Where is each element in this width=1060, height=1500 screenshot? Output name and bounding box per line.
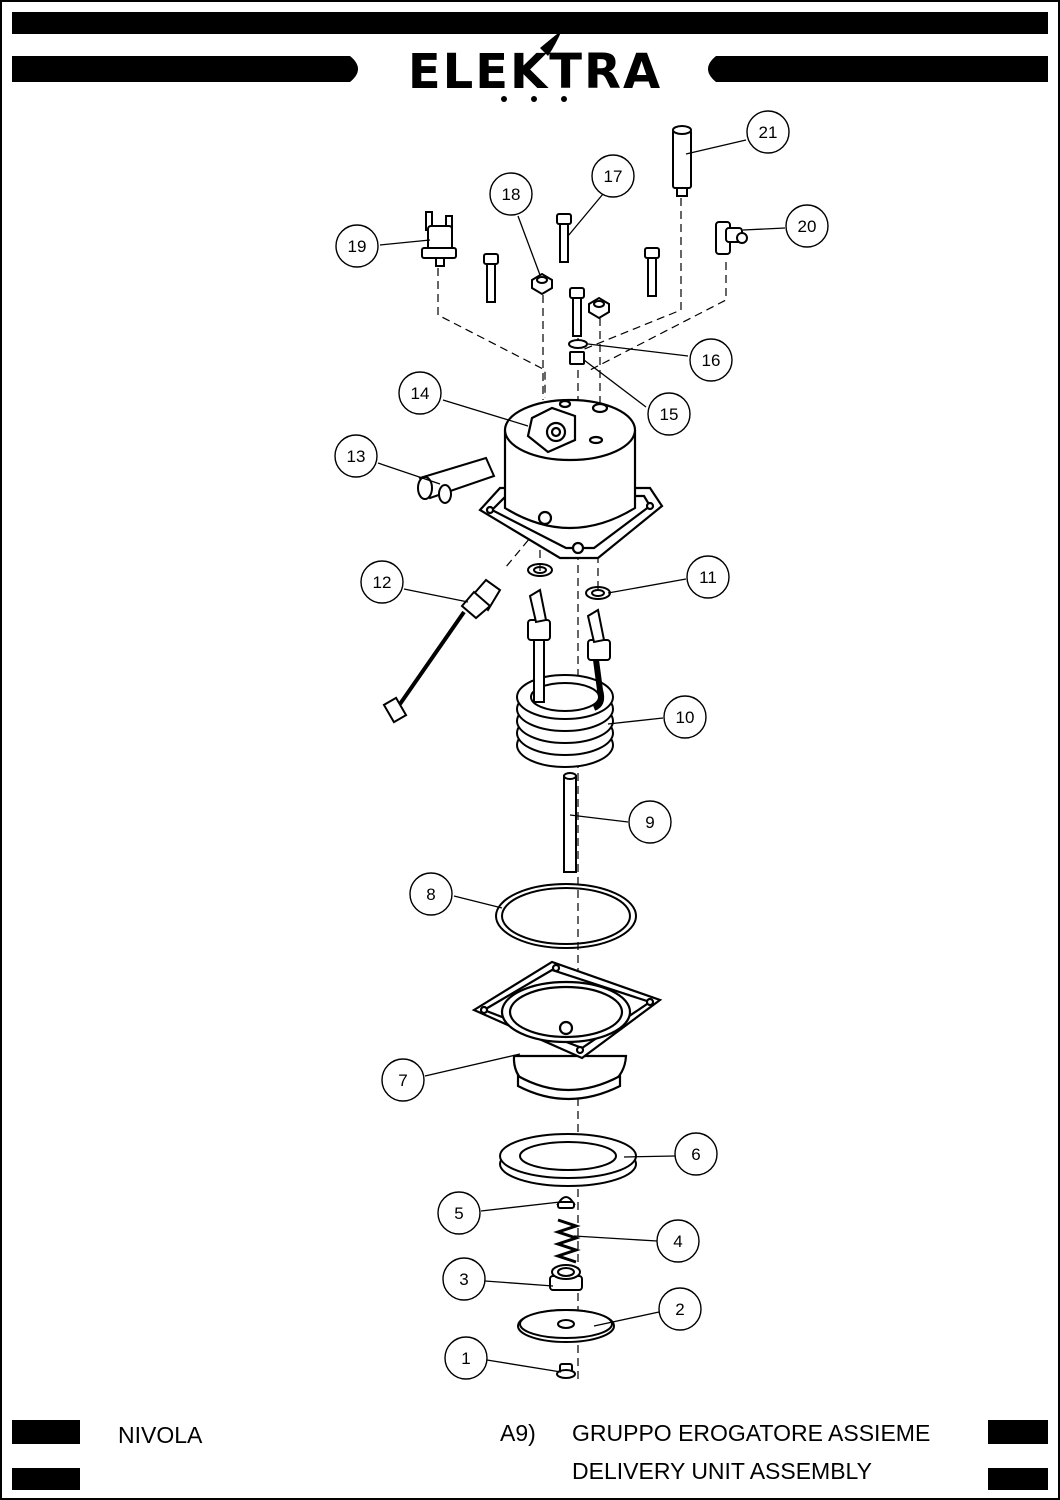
callout-number-19: 19 [348,237,367,256]
assembly-guide-lines [437,198,727,1380]
callout-number-4: 4 [673,1232,682,1251]
callout-circle-2 [658,1287,702,1331]
header-left-bar [12,56,358,82]
callout-number-7: 7 [398,1071,407,1090]
part-2-disc [517,1309,615,1343]
part-7-bell [471,960,663,1100]
callout-number-8: 8 [426,885,435,904]
callout-circles [334,110,829,1380]
title-italian: GRUPPO EROGATORE ASSIEME [572,1420,931,1446]
callout-circle-6 [674,1132,718,1176]
elektra-logo: ELEKTRA [408,30,662,102]
callout-number-9: 9 [645,813,654,832]
footer-left-bar-top [12,1420,80,1444]
callout-number-16: 16 [702,351,721,370]
part-8-gasket [495,883,637,949]
callout-circle-3 [442,1257,486,1301]
part-18-nuts [531,272,610,320]
callout-number-5: 5 [454,1204,463,1223]
part-5-ball [556,1196,576,1209]
part-15-nut [569,351,585,365]
callout-circle-17 [591,154,635,198]
logo-dot [501,96,507,102]
callout-number-2: 2 [675,1300,684,1319]
part-4-spring [553,1218,581,1264]
callout-circle-15 [647,392,691,436]
callout-number-11: 11 [699,568,717,587]
callout-number-17: 17 [604,167,623,186]
callout-circle-13 [334,434,378,478]
header-top-bar [12,12,1048,34]
bolts [483,213,660,337]
part-10-heating-coil [516,588,614,768]
callout-number-14: 14 [411,384,430,403]
callout-numbers: 1 2 3 4 5 6 7 8 9 10 11 12 13 14 15 16 1… [347,123,817,1368]
part-14-group-head [478,398,664,560]
callout-number-6: 6 [691,1145,700,1164]
callout-circle-1 [444,1336,488,1380]
callout-circle-7 [381,1058,425,1102]
callout-number-20: 20 [798,217,817,236]
part-9-rod [563,772,577,873]
callout-number-10: 10 [676,708,695,727]
callout-circle-14 [398,371,442,415]
callout-circle-5 [437,1191,481,1235]
part-20-fitting [715,221,748,255]
logo-dot [531,96,537,102]
part-12-probe [382,578,502,724]
part-19-contact [421,211,457,267]
callout-number-21: 21 [759,123,778,142]
part-6-flat-gasket [499,1133,637,1187]
part-1-screw [556,1363,576,1379]
callout-number-1: 1 [461,1349,470,1368]
part-13-pin [417,456,496,504]
logo-dot [561,96,567,102]
callout-number-18: 18 [502,185,521,204]
callout-circle-10 [663,695,707,739]
callout-circle-20 [785,204,829,248]
footer-right-bar-bottom [988,1468,1048,1490]
part-3-valve-seat [549,1264,583,1291]
callout-number-12: 12 [373,573,392,592]
callout-number-3: 3 [459,1270,468,1289]
callout-circle-16 [689,338,733,382]
footer-right-bar-top [988,1420,1048,1444]
section-code: A9) [500,1420,536,1446]
callout-number-15: 15 [660,405,679,424]
callout-circle-18 [489,172,533,216]
callout-circle-12 [360,560,404,604]
callout-circle-9 [628,800,672,844]
footer-left-bar-bottom [12,1468,80,1490]
callout-leaders [377,139,786,1373]
part-16-washer [568,339,588,349]
callout-circle-4 [656,1219,700,1263]
callout-circle-11 [686,555,730,599]
logo-flame-icon [540,30,562,56]
title-english: DELIVERY UNIT ASSEMBLY [572,1458,872,1484]
callout-circle-8 [409,872,453,916]
callout-number-13: 13 [347,447,366,466]
model-name: NIVOLA [118,1422,203,1448]
header-right-bar [708,56,1048,82]
callout-circle-19 [335,224,379,268]
callout-circle-21 [746,110,790,154]
logo-text: ELEKTRA [408,44,662,100]
part-21-spacer [672,125,692,197]
